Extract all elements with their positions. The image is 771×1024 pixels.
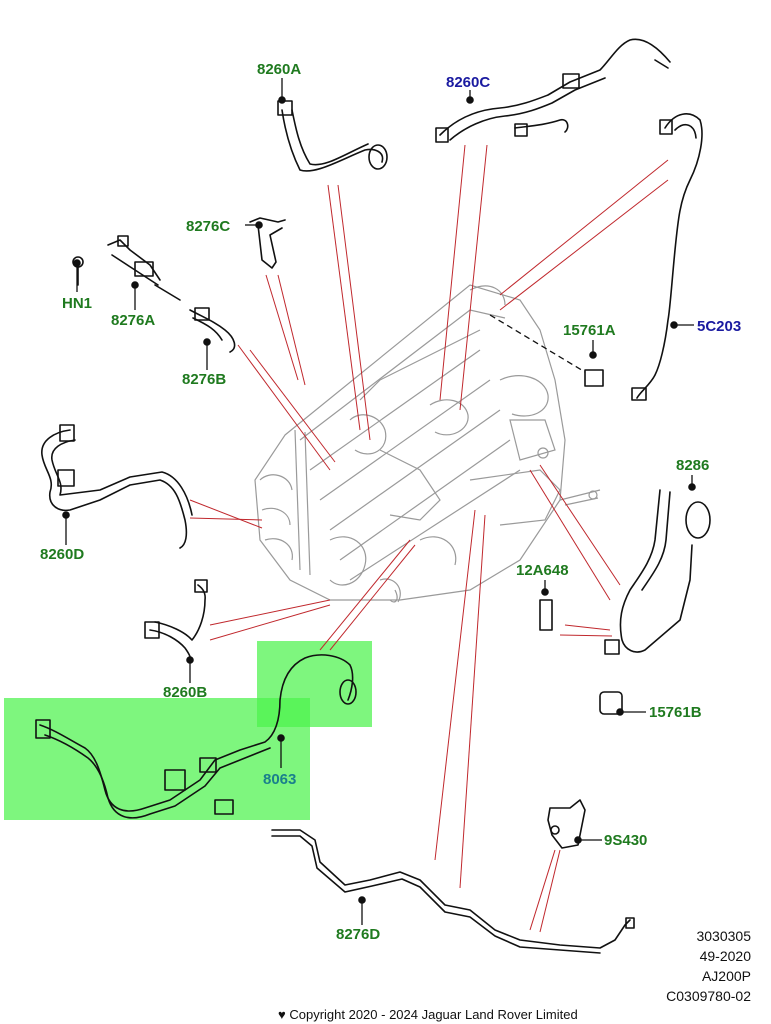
engine-assembly: [254, 284, 601, 603]
part-label-15761b[interactable]: 15761B: [649, 704, 702, 721]
copyright-text: Copyright 2020 - 2024 Jaguar Land Rover …: [289, 1007, 578, 1022]
part-label-8276a[interactable]: 8276A: [111, 312, 156, 329]
pipe-8286: [619, 489, 693, 653]
part-label-8260a[interactable]: 8260A: [257, 61, 302, 78]
pipe-8276b: [189, 309, 236, 353]
meta-line-1: 3030305: [696, 928, 751, 944]
meta-line-4: C0309780-02: [666, 988, 751, 1004]
part-label-8276b[interactable]: 8276B: [182, 371, 227, 388]
sensor-12a648: [539, 599, 553, 631]
hose-8063: [39, 654, 354, 812]
bracket-8276c: [249, 217, 286, 269]
meta-line-2: 49-2020: [699, 948, 751, 964]
hose-8260a: [281, 109, 384, 172]
part-label-8276c[interactable]: 8276C: [186, 218, 231, 235]
callout-stems: [65, 78, 694, 925]
clamp-15761b: [599, 691, 623, 715]
leader-lines: [189, 144, 669, 933]
part-label-12a648[interactable]: 12A648: [516, 562, 569, 579]
pipe-8276d: [271, 829, 631, 949]
part-label-hn1[interactable]: HN1: [62, 295, 93, 312]
bracket-9s430: [547, 799, 586, 849]
part-label-9s430[interactable]: 9S430: [604, 832, 648, 849]
copyright-icon: ♥: [278, 1007, 286, 1022]
part-label-8260b[interactable]: 8260B: [163, 684, 208, 701]
part-label-15761a[interactable]: 15761A: [563, 322, 616, 339]
copyright-notice: ♥ Copyright 2020 - 2024 Jaguar Land Rove…: [278, 1007, 578, 1022]
hose-8260c: [439, 38, 671, 136]
clamp-15761a: [584, 369, 604, 387]
part-label-8276d[interactable]: 8276D: [336, 926, 381, 943]
diagram-meta: 3030305 49-2020 AJ200P C0309780-02: [666, 926, 751, 1006]
meta-line-3: AJ200P: [701, 968, 751, 984]
part-label-8260d[interactable]: 8260D: [40, 546, 85, 563]
part-label-8260c[interactable]: 8260C: [446, 74, 491, 91]
hose-5c203: [636, 113, 703, 399]
part-label-8063[interactable]: 8063: [263, 771, 297, 788]
hose-8260d: [41, 429, 188, 549]
parts-artwork: [35, 38, 711, 954]
part-label-8286[interactable]: 8286: [676, 457, 710, 474]
part-label-5c203[interactable]: 5C203: [697, 318, 742, 335]
